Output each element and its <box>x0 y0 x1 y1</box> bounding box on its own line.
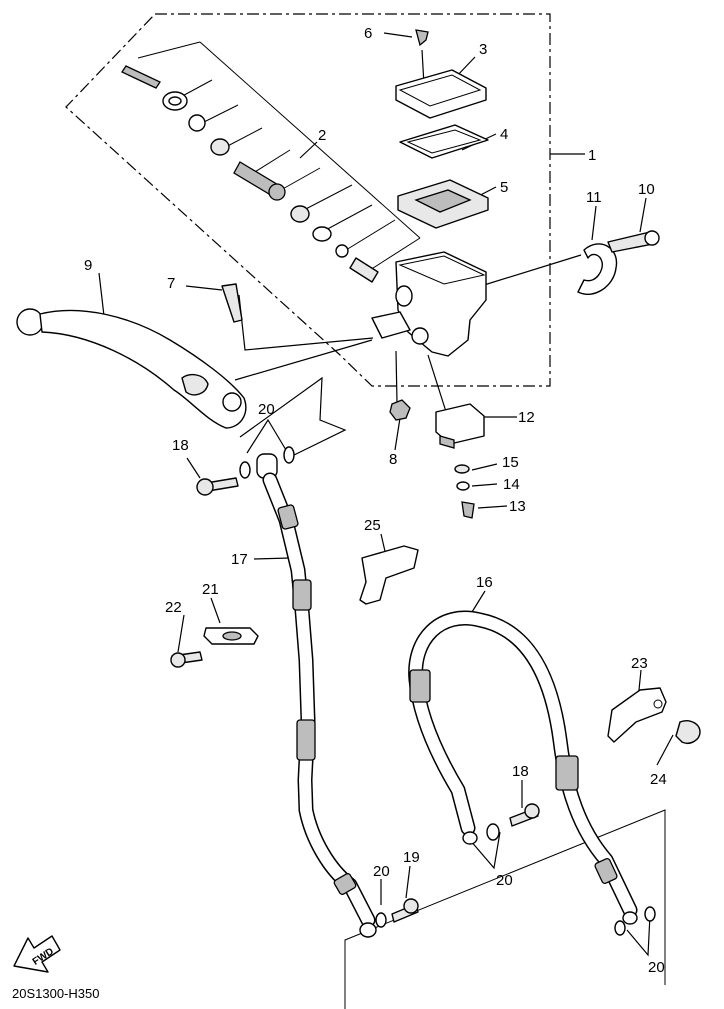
callout-3: 3 <box>479 41 487 58</box>
bracket-25 <box>359 545 419 605</box>
callout-11: 11 <box>586 189 602 206</box>
callout-20a: 20 <box>258 401 275 418</box>
callout-20d: 20 <box>648 959 665 976</box>
callout-2: 2 <box>318 127 326 144</box>
callout-7: 7 <box>167 275 175 292</box>
master-cylinder-body <box>371 251 487 357</box>
piston-kit-guides <box>137 41 421 271</box>
piston-kit <box>121 65 379 283</box>
callout-25: 25 <box>364 517 381 534</box>
callout-4: 4 <box>500 126 508 143</box>
callout-13: 13 <box>509 498 526 515</box>
callout-16: 16 <box>476 574 493 591</box>
callout-22: 22 <box>165 599 182 616</box>
brake-switch-group <box>435 403 485 519</box>
lower-banjo-bolts <box>375 803 656 936</box>
brake-hose-16 <box>408 610 638 925</box>
callout-9: 9 <box>84 257 92 274</box>
callout-10: 10 <box>638 181 655 198</box>
nut <box>389 399 411 421</box>
brake-lever <box>16 308 247 429</box>
diagram-code: 20S1300-H350 <box>12 986 99 1001</box>
bracket-23-and-clip <box>607 687 701 744</box>
callout-21: 21 <box>202 581 219 598</box>
assembly-boundary-hose-lower <box>344 809 666 1009</box>
callout-19: 19 <box>403 849 420 866</box>
callout-labels: 1 2 3 4 5 6 7 8 9 10 11 12 13 14 15 16 1… <box>84 25 667 976</box>
callout-24: 24 <box>650 771 667 788</box>
callout-8: 8 <box>389 451 397 468</box>
callout-1: 1 <box>588 147 596 164</box>
callout-20c: 20 <box>373 863 390 880</box>
reservoir-parts <box>395 29 489 229</box>
clamp-and-bolt <box>577 230 660 295</box>
callout-18a: 18 <box>172 437 189 454</box>
assembly-boundary-master-cylinder <box>65 13 551 387</box>
callout-5: 5 <box>500 179 508 196</box>
pivot-bolt <box>221 283 243 323</box>
fwd-direction-marker: FWD <box>13 935 61 973</box>
callout-18b: 18 <box>512 763 529 780</box>
callout-17: 17 <box>231 551 248 568</box>
brake-hose-17 <box>262 472 377 938</box>
hose-bracket-21 <box>170 627 259 668</box>
callout-23: 23 <box>631 655 648 672</box>
callout-20b: 20 <box>496 872 513 889</box>
banjo-top <box>196 446 295 496</box>
callout-6: 6 <box>364 25 372 42</box>
callout-12: 12 <box>518 409 535 426</box>
callout-14: 14 <box>503 476 520 493</box>
callout-15: 15 <box>502 454 519 471</box>
